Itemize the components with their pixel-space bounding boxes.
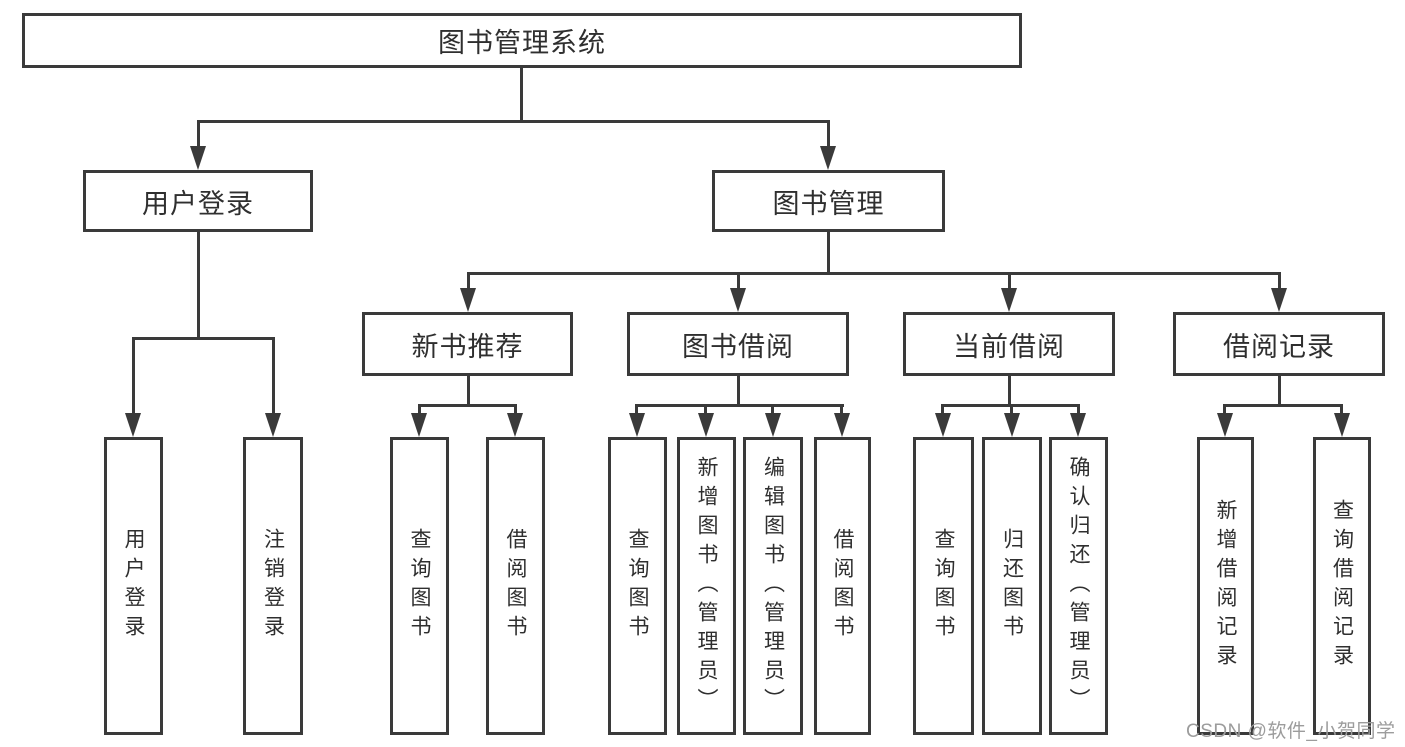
connector-drop (514, 404, 517, 413)
connector-user-cross (132, 337, 275, 340)
node-query-borrow-record: 查询借阅记录 (1313, 437, 1371, 735)
connector-drop (840, 404, 843, 413)
connector-drop-book-mgmt (827, 120, 830, 148)
connector-book-stem (827, 232, 830, 272)
node-query-books-current: 查询图书 (913, 437, 974, 735)
connector-user-stem (197, 232, 200, 337)
connector-drop-borrow (737, 272, 740, 288)
connector-drop (1077, 404, 1080, 413)
connector-drop-current (1008, 272, 1011, 288)
connector-drop (941, 404, 944, 413)
node-confirm-return-admin: 确认归还（管理员） (1049, 437, 1108, 735)
connector-records-cross (1224, 404, 1343, 407)
arrowhead-borrow (730, 288, 746, 312)
node-current-borrow: 当前借阅 (903, 312, 1115, 376)
connector-drop (635, 404, 638, 413)
arrowhead (1334, 413, 1350, 437)
csdn-watermark: CSDN @软件_小贺同学 (1186, 721, 1396, 742)
arrowhead-recommend (460, 288, 476, 312)
arrowhead (507, 413, 523, 437)
arrowhead (935, 413, 951, 437)
connector-records-stem (1278, 376, 1281, 404)
connector-borrow-stem (737, 376, 740, 404)
node-add-book-admin: 新增图书（管理员） (677, 437, 736, 735)
connector-current-stem (1008, 376, 1011, 404)
connector-root-stem (520, 68, 523, 120)
arrowhead-user-login-leaf (125, 413, 141, 437)
node-borrow-records: 借阅记录 (1173, 312, 1385, 376)
node-new-book-recommend: 新书推荐 (362, 312, 573, 376)
connector-root-cross (197, 120, 830, 123)
connector-drop-user-login (197, 120, 200, 148)
connector-drop (771, 404, 774, 413)
arrowhead-records (1271, 288, 1287, 312)
connector-drop-user-login-leaf (132, 337, 135, 413)
connector-drop (1223, 404, 1226, 413)
node-borrow-books-recommend: 借阅图书 (486, 437, 545, 735)
arrowhead (411, 413, 427, 437)
node-query-books-recommend: 查询图书 (390, 437, 449, 735)
connector-recommend-stem (467, 376, 470, 404)
connector-drop-logout (272, 337, 275, 413)
connector-borrow-cross (636, 404, 844, 407)
arrowhead-current (1001, 288, 1017, 312)
arrowhead (834, 413, 850, 437)
arrowhead-user-login (190, 146, 206, 170)
connector-drop (704, 404, 707, 413)
arrowhead (629, 413, 645, 437)
arrowhead (1070, 413, 1086, 437)
arrowhead (1004, 413, 1020, 437)
arrowhead-book-mgmt (820, 146, 836, 170)
node-query-books-borrow: 查询图书 (608, 437, 667, 735)
node-add-borrow-record: 新增借阅记录 (1197, 437, 1254, 735)
arrowhead (765, 413, 781, 437)
connector-recommend-cross (418, 404, 517, 407)
node-borrow-books-leaf: 借阅图书 (814, 437, 871, 735)
connector-drop (1010, 404, 1013, 413)
node-book-borrow: 图书借阅 (627, 312, 849, 376)
arrowhead (698, 413, 714, 437)
connector-drop (1340, 404, 1343, 413)
arrowhead (1217, 413, 1233, 437)
node-return-book: 归还图书 (982, 437, 1042, 735)
connector-drop (418, 404, 421, 413)
node-root: 图书管理系统 (22, 13, 1022, 68)
connector-drop-recommend (467, 272, 470, 288)
node-logout: 注销登录 (243, 437, 303, 735)
node-user-login-leaf: 用户登录 (104, 437, 163, 735)
arrowhead-logout (265, 413, 281, 437)
node-user-login: 用户登录 (83, 170, 313, 232)
connector-book-cross (467, 272, 1281, 275)
connector-drop-records (1278, 272, 1281, 288)
node-book-management: 图书管理 (712, 170, 945, 232)
node-edit-book-admin: 编辑图书（管理员） (743, 437, 803, 735)
